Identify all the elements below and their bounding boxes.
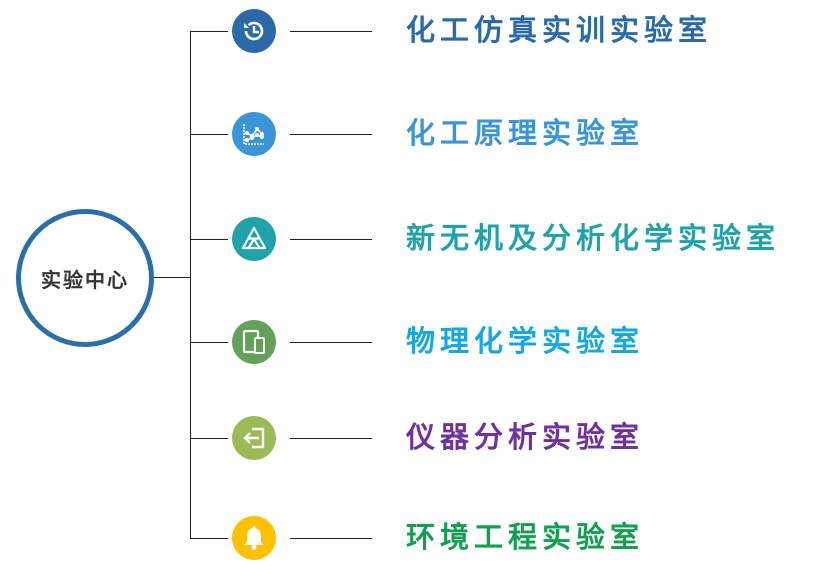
branch-label: 化工仿真实训实验室 [406,13,713,47]
branch-label: 物理化学实验室 [406,324,645,358]
branch-connector-left [190,438,228,439]
branch-connector-left [190,134,228,135]
branch-connector-left [190,31,228,32]
devices-icon [232,320,276,364]
center-connector [154,277,190,278]
branch-label: 环境工程实验室 [406,520,645,554]
triangle-icon [232,217,276,261]
branch-connector-right [290,31,372,32]
branch-connector-right [290,342,372,343]
branch-label: 仪器分析实验室 [406,420,645,454]
branch-label: 新无机及分析化学实验室 [406,221,781,255]
branch-label: 化工原理实验室 [406,116,645,150]
branch-connector-left [190,538,228,539]
branch-connector-right [290,438,372,439]
branch-connector-left [190,239,228,240]
branch-connector-right [290,134,372,135]
branch-connector-right [290,239,372,240]
branch-connector-right [290,538,372,539]
center-node: 实验中心 [16,209,154,347]
history-clock-icon [232,9,276,53]
tree-trunk [190,31,191,539]
center-label: 实验中心 [41,267,129,292]
bell-icon [232,516,276,560]
line-chart-icon [232,112,276,156]
branch-connector-left [190,342,228,343]
sign-in-icon [232,416,276,460]
